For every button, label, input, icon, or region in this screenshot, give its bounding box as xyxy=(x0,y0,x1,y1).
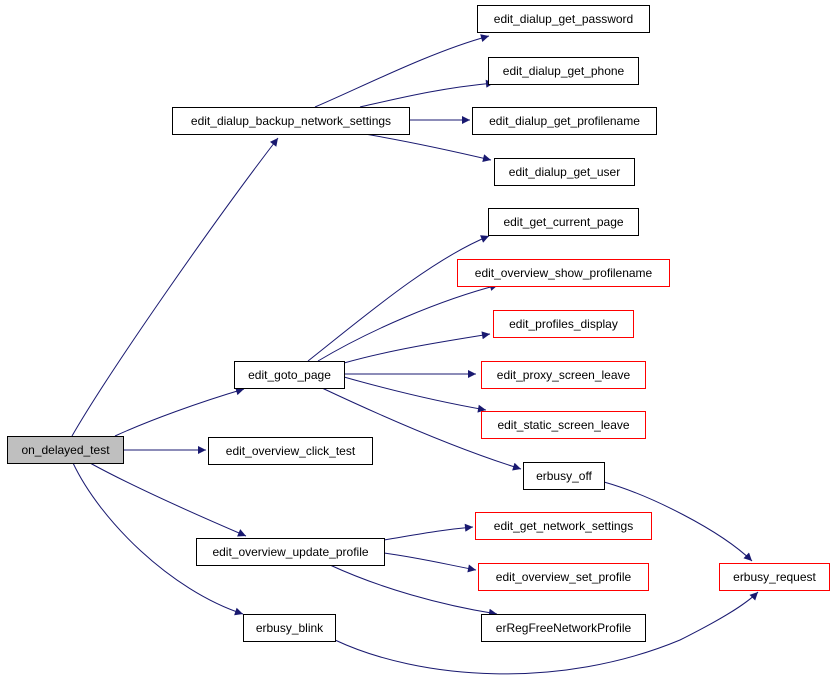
node-box[interactable] xyxy=(523,462,605,490)
node-label: edit_static_screen_leave xyxy=(497,418,629,432)
node-label: edit_dialup_get_user xyxy=(509,165,620,179)
edge-edit_goto_page-to-edit_static_screen_leave xyxy=(343,376,487,413)
node-edit_dialup_get_password[interactable]: edit_dialup_get_password xyxy=(477,5,650,33)
node-box[interactable] xyxy=(234,361,345,389)
node-box[interactable] xyxy=(493,310,634,338)
node-box[interactable] xyxy=(481,361,646,389)
edges-layer xyxy=(71,34,759,675)
node-edit_overview_show_profilename[interactable]: edit_overview_show_profilename xyxy=(457,259,670,287)
node-label: edit_overview_click_test xyxy=(226,444,356,458)
edge-edit_overview_update_profile-to-edit_get_network_settings xyxy=(383,523,474,541)
node-label: edit_overview_show_profilename xyxy=(475,266,653,280)
edge-edit_dialup_backup_network_settings-to-edit_dialup_get_user xyxy=(364,133,492,163)
edge-on_delayed_test-to-edit_overview_update_profile xyxy=(89,462,247,537)
node-label: edit_overview_set_profile xyxy=(496,570,632,584)
node-label: on_delayed_test xyxy=(21,443,110,457)
edge-erbusy_blink-to-erbusy_request xyxy=(334,591,759,675)
node-edit_goto_page[interactable]: edit_goto_page xyxy=(234,361,345,389)
node-edit_static_screen_leave[interactable]: edit_static_screen_leave xyxy=(481,411,646,439)
nodes-layer: on_delayed_test edit_dialup_backup_networ… xyxy=(7,5,830,642)
edge-on_delayed_test-to-erbusy_blink xyxy=(72,462,244,616)
node-erbusy_blink[interactable]: erbusy_blink xyxy=(243,614,336,642)
node-box[interactable] xyxy=(719,563,830,591)
node-edit_overview_update_profile[interactable]: edit_overview_update_profile xyxy=(196,538,385,566)
node-edit_proxy_screen_leave[interactable]: edit_proxy_screen_leave xyxy=(481,361,646,389)
node-box[interactable] xyxy=(208,437,373,465)
node-on_delayed_test[interactable]: on_delayed_test xyxy=(7,436,124,464)
node-box[interactable] xyxy=(494,158,635,186)
node-box[interactable] xyxy=(481,411,646,439)
node-box[interactable] xyxy=(457,259,670,287)
node-label: edit_dialup_get_phone xyxy=(503,64,625,78)
node-edit_dialup_get_profilename[interactable]: edit_dialup_get_profilename xyxy=(472,107,657,135)
node-box[interactable] xyxy=(196,538,385,566)
node-label: edit_get_current_page xyxy=(503,215,623,229)
node-box[interactable] xyxy=(478,563,649,591)
node-box[interactable] xyxy=(488,57,639,85)
node-box[interactable] xyxy=(472,107,657,135)
node-label: edit_profiles_display xyxy=(509,317,618,331)
node-label: edit_proxy_screen_leave xyxy=(497,368,631,382)
node-label: erbusy_blink xyxy=(256,621,324,635)
node-box[interactable] xyxy=(481,614,646,642)
node-edit_get_current_page[interactable]: edit_get_current_page xyxy=(488,208,639,236)
edge-edit_goto_page-to-erbusy_off xyxy=(321,387,522,471)
node-label: edit_dialup_backup_network_settings xyxy=(191,114,391,128)
edge-edit_dialup_backup_network_settings-to-edit_dialup_get_password xyxy=(314,34,490,108)
edge-on_delayed_test-to-edit_dialup_backup_network_settings xyxy=(71,137,279,437)
node-label: erbusy_request xyxy=(733,570,816,584)
node-label: edit_dialup_get_profilename xyxy=(489,114,640,128)
node-erbusy_off[interactable]: erbusy_off xyxy=(523,462,605,490)
edge-edit_overview_update_profile-to-edit_overview_set_profile xyxy=(383,552,477,573)
node-edit_get_network_settings[interactable]: edit_get_network_settings xyxy=(475,512,652,540)
edge-erbusy_off-to-erbusy_request xyxy=(603,481,753,562)
edge-edit_goto_page-to-edit_profiles_display xyxy=(343,331,491,364)
node-box[interactable] xyxy=(475,512,652,540)
node-label: erRegFreeNetworkProfile xyxy=(496,621,632,635)
edge-edit_overview_update_profile-to-erRegFreeNetworkProfile xyxy=(329,564,498,617)
edge-on_delayed_test-to-edit_goto_page xyxy=(114,387,245,437)
node-edit_dialup_get_user[interactable]: edit_dialup_get_user xyxy=(494,158,635,186)
node-box[interactable] xyxy=(243,614,336,642)
node-box[interactable] xyxy=(488,208,639,236)
edge-edit_goto_page-to-edit_get_current_page xyxy=(307,235,490,362)
node-edit_profiles_display[interactable]: edit_profiles_display xyxy=(493,310,634,338)
node-label: edit_overview_update_profile xyxy=(212,545,368,559)
node-erRegFreeNetworkProfile[interactable]: erRegFreeNetworkProfile xyxy=(481,614,646,642)
node-box[interactable] xyxy=(477,5,650,33)
node-erbusy_request[interactable]: erbusy_request xyxy=(719,563,830,591)
node-label: edit_get_network_settings xyxy=(494,519,633,533)
edge-edit_goto_page-to-edit_overview_show_profilename xyxy=(317,283,499,362)
node-label: erbusy_off xyxy=(536,469,592,483)
node-label: edit_dialup_get_password xyxy=(494,12,633,26)
node-box[interactable] xyxy=(7,436,124,464)
edge-edit_dialup_backup_network_settings-to-edit_dialup_get_phone xyxy=(359,79,495,108)
node-box[interactable] xyxy=(172,107,410,135)
node-edit_overview_click_test[interactable]: edit_overview_click_test xyxy=(208,437,373,465)
node-edit_dialup_backup_network_settings[interactable]: edit_dialup_backup_network_settings xyxy=(172,107,410,135)
node-label: edit_goto_page xyxy=(248,368,331,382)
node-edit_overview_set_profile[interactable]: edit_overview_set_profile xyxy=(478,563,649,591)
node-edit_dialup_get_phone[interactable]: edit_dialup_get_phone xyxy=(488,57,639,85)
